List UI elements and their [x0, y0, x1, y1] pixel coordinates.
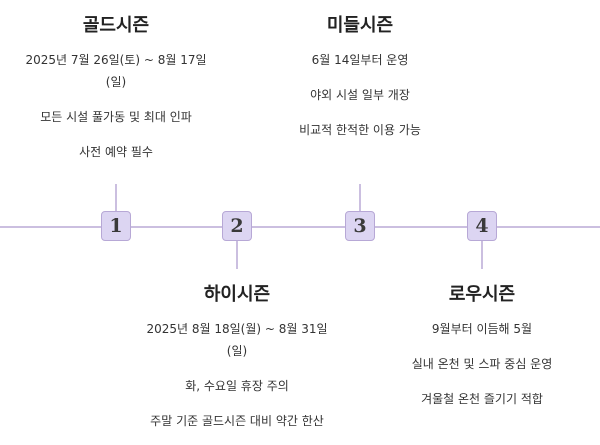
season-detail: 모든 시설 풀가동 및 최대 인파 — [40, 110, 192, 124]
season-title: 로우시즌 — [448, 284, 516, 305]
connector-4 — [481, 241, 483, 269]
step-marker-2: 2 — [222, 211, 252, 241]
season-title: 미들시즌 — [326, 15, 394, 36]
season-gold: 골드시즌 2025년 7월 26일(토) ~ 8월 17일(일) 모든 시설 풀… — [6, 14, 226, 176]
season-period: 9월부터 이듬해 5월 — [431, 322, 533, 336]
step-marker-3: 3 — [345, 211, 375, 241]
season-detail: 주말 기준 골드시즌 대비 약간 한산 — [150, 414, 324, 428]
connector-3 — [359, 184, 361, 212]
season-detail: 야외 시설 일부 개장 — [310, 88, 410, 102]
season-detail: 실내 온천 및 스파 중심 운영 — [411, 357, 553, 371]
season-detail: 비교적 한적한 이용 가능 — [299, 123, 421, 137]
season-detail: 화, 수요일 휴장 주의 — [185, 379, 289, 393]
season-period: 6월 14일부터 운영 — [311, 53, 409, 67]
connector-2 — [236, 241, 238, 269]
season-low: 로우시즌 9월부터 이듬해 5월 실내 온천 및 스파 중심 운영 겨울철 온천… — [372, 283, 592, 423]
step-marker-1: 1 — [101, 211, 131, 241]
season-high: 하이시즌 2025년 8월 18일(월) ~ 8월 31일(일) 화, 수요일 … — [127, 283, 347, 445]
season-period: 2025년 8월 18일(월) ~ 8월 31일(일) — [146, 322, 328, 358]
season-title: 골드시즌 — [82, 15, 150, 36]
season-detail: 겨울철 온천 즐기기 적합 — [421, 392, 543, 406]
season-title: 하이시즌 — [203, 284, 271, 305]
season-middle: 미들시즌 6월 14일부터 운영 야외 시설 일부 개장 비교적 한적한 이용 … — [250, 14, 470, 154]
season-period: 2025년 7월 26일(토) ~ 8월 17일(일) — [25, 53, 207, 89]
season-detail: 사전 예약 필수 — [79, 145, 153, 159]
step-marker-4: 4 — [467, 211, 497, 241]
timeline-line — [0, 226, 600, 228]
connector-1 — [115, 184, 117, 212]
